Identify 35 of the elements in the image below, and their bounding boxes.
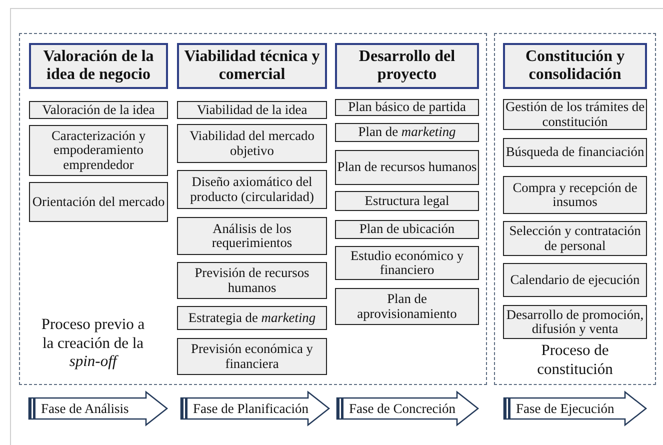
task-box: Plan básico de partida	[335, 99, 479, 116]
group-label: Proceso previo a la creación de la spin-off	[41, 316, 145, 372]
task-box: Calendario de ejecución	[503, 263, 647, 297]
phase-label: Fase de Análisis	[41, 400, 129, 416]
task-box: Viabilidad de la idea	[177, 101, 327, 119]
column-header: Viabilidad técnica y comercial	[177, 43, 327, 89]
task-box: Previsión económica y financiera	[177, 338, 327, 375]
column-header: Valoración de la idea de negocio	[29, 43, 168, 89]
phase-label: Fase de Ejecución	[516, 400, 614, 416]
task-box: Caracterización y empoderamiento emprendedor	[29, 125, 168, 176]
task-box: Gestión de los trámites de constitución	[503, 99, 647, 130]
task-box: Análisis de los requerimientos	[177, 217, 327, 255]
phase-label: Fase de Planificación	[193, 400, 308, 416]
column-header: Desarrollo del proyecto	[335, 43, 479, 89]
task-box: Estructura legal	[335, 191, 479, 211]
task-box: Compra y recepción de insumos	[503, 176, 647, 214]
task-box: Orientación del mercado	[29, 182, 168, 222]
task-box: Plan de ubicación	[335, 220, 479, 239]
phase-group-frame	[494, 33, 656, 385]
task-box: Selección y contratación de personal	[503, 221, 647, 256]
column-header: Constitución y consolidación	[503, 43, 647, 89]
task-box: Valoración de la idea	[29, 101, 168, 119]
task-box: Plan de recursos humanos	[335, 150, 479, 185]
task-box: Diseño axiomático del producto (circularidad)	[177, 170, 327, 209]
group-label: Proceso de constitución	[536, 342, 614, 380]
phase-group-frame	[19, 33, 487, 385]
task-box: Plan de aprovisionamiento	[335, 288, 479, 325]
task-box: Desarrollo de promoción, difusión y venta	[503, 305, 647, 339]
phase-label: Fase de Concreción	[349, 400, 456, 416]
task-box: Estudio económico y financiero	[335, 246, 479, 280]
task-box: Estrategia de marketing	[177, 306, 327, 330]
task-box: Previsión de recursos humanos	[177, 262, 327, 299]
task-box: Plan de marketing	[335, 123, 479, 142]
task-box: Viabilidad del mercado objetivo	[177, 124, 327, 163]
task-box: Búsqueda de financiación	[503, 138, 647, 167]
